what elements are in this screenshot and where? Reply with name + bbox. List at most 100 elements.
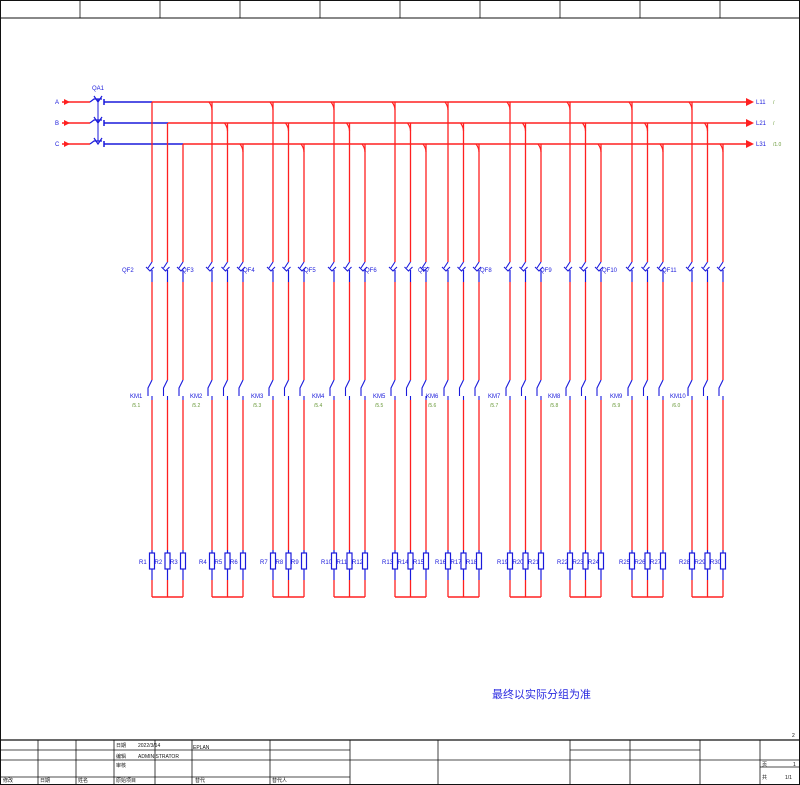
contactor-label: KM6 [426,394,439,400]
wire-crossover [239,143,244,153]
breaker-pole-icon [472,261,482,272]
main-switch-label: QA1 [92,86,105,92]
heater-label: R4 [199,560,207,566]
wire-crossover [444,101,449,111]
wire-crossover [460,122,465,132]
breaker-pole-icon [176,261,186,272]
contactor-contact-icon [642,379,649,400]
heater-label: R7 [260,560,268,566]
breaker-pole-icon [161,261,170,272]
heater-label: R11 [337,560,348,566]
page-value: 1 [793,762,796,768]
output-label: L31 [756,142,767,148]
heater-label: R18 [466,560,478,566]
wire-crossover [208,101,213,111]
breaker-label: QF3 [182,268,194,274]
heater-label: R22 [557,560,569,566]
contactor-reference: /5.7 [490,403,499,409]
heater-label: R29 [695,560,707,566]
wire-crossover [506,101,511,111]
contactor-reference: /6.0 [672,403,681,409]
contactor-contact-icon [147,379,153,400]
heater-resistor-icon [719,552,727,570]
contactor-contact-icon [329,379,335,400]
breaker-pole-icon [282,261,291,272]
breaker-pole-icon [625,261,635,272]
heater-label: R25 [619,560,631,566]
heater-label: R5 [215,560,223,566]
revision-label: 替代 [195,777,205,784]
contactor-contact-icon [222,379,229,400]
total-value: 1/1 [785,775,792,781]
contactor-label: KM10 [670,394,686,400]
heater-label: R24 [588,560,600,566]
revision-label: 日期 [40,778,50,784]
breaker-pole-icon [594,261,604,272]
wire-crossover [285,122,290,132]
date-value: 2022/3/14 [138,743,160,749]
contactor-contact-icon [360,379,366,400]
breaker-pole-icon [441,261,451,272]
contactor-label: KM3 [251,394,264,400]
breaker-pole-icon [563,261,573,272]
contactor-contact-icon [390,379,396,400]
heater-label: R28 [679,560,691,566]
heater-label: R20 [513,560,525,566]
breaker-pole-icon [685,261,695,272]
wire-crossover [407,122,412,132]
grouping-note: 最终以实际分组为准 [492,688,591,701]
breaker-pole-icon [641,261,650,272]
breaker-label: QF6 [365,268,377,274]
heater-label: R13 [382,560,394,566]
output-reference: /1.0 [773,142,782,148]
heater-resistor-icon [537,552,545,570]
breaker-pole-icon [145,261,155,272]
software-name: EPLAN [193,745,210,751]
total-label: 共 [762,774,767,781]
contactor-contact-icon [344,379,351,400]
wire-crossover [628,101,633,111]
editor-value: ADMINISTRATOR [138,754,179,760]
wire-crossover [422,143,427,153]
wire-crossover [522,122,527,132]
contactor-contact-icon [268,379,274,400]
contactor-contact-icon [687,379,693,400]
breaker-label: QF2 [122,268,134,274]
wire-crossover [688,101,693,111]
breaker-label: QF11 [662,268,677,274]
contactor-contact-icon [207,379,213,400]
wire-crossover [597,143,602,153]
breaker-pole-icon [266,261,276,272]
contactor-label: KM8 [548,394,561,400]
circuit-breaker-pole-icon [89,116,103,125]
breaker-pole-icon [327,261,337,272]
heater-label: R27 [650,560,662,566]
contactor-contact-icon [283,379,290,400]
contactor-label: KM5 [373,394,386,400]
breaker-pole-icon [701,261,710,272]
heater-label: R12 [352,560,364,566]
heater-label: R26 [635,560,647,566]
breaker-pole-icon [221,261,230,272]
breaker-pole-icon [457,261,466,272]
output-reference: / [773,100,775,106]
breaker-pole-icon [579,261,588,272]
contactor-contact-icon [421,379,427,400]
editor-label: 编辑 [116,753,126,760]
contactor-label: KM9 [610,394,623,400]
circuit-breaker-pole-icon [89,137,103,146]
contactor-label: KM7 [488,394,501,400]
check-label: 审核 [116,762,126,769]
sheet-number: 2 [792,733,795,739]
wire-crossover [391,101,396,111]
heater-resistor-icon [422,552,430,570]
contactor-contact-icon [580,379,587,400]
breaker-pole-icon [519,261,528,272]
heater-label: R10 [321,560,333,566]
breaker-pole-icon [716,261,726,272]
heater-resistor-icon [361,552,369,570]
breaker-pole-icon [236,261,246,272]
breaker-pole-icon [419,261,429,272]
wire-crossover [659,143,664,153]
